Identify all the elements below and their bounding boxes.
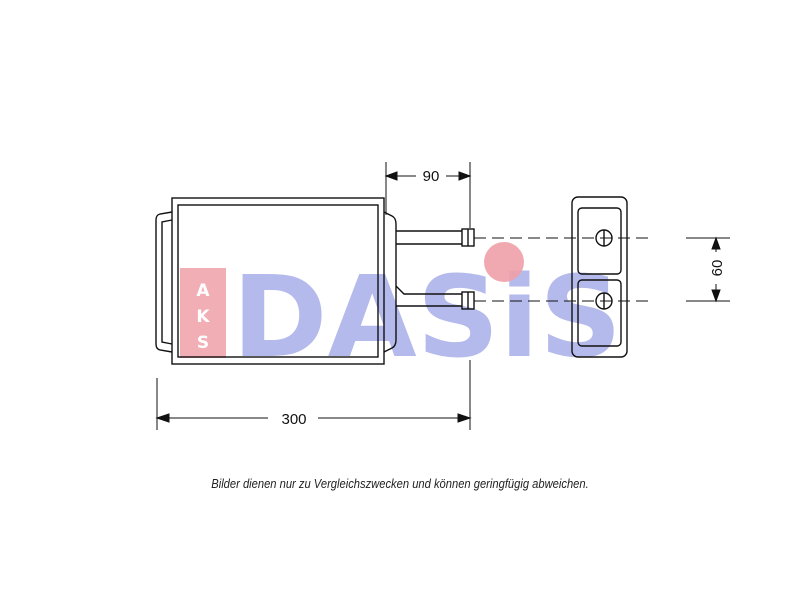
- watermark-letter-a: A: [196, 281, 210, 301]
- watermark-dot: [484, 242, 524, 282]
- side-outer: [571, 196, 628, 358]
- heater-core-front-view: [155, 197, 475, 365]
- dimension-pipe: [384, 162, 472, 228]
- watermark-red-block: [180, 268, 226, 358]
- core-inner: [177, 204, 379, 358]
- dimension-pitch: [686, 236, 730, 303]
- lower-pipe: [395, 285, 475, 310]
- watermark-letter-s: S: [197, 333, 209, 353]
- core-left-tank-inner: [161, 219, 173, 345]
- side-inner-upper: [577, 207, 622, 275]
- upper-pipe: [396, 228, 475, 247]
- watermark-brand: DASiS: [232, 253, 622, 383]
- core-right-tank: [383, 211, 397, 353]
- dimension-width-label: 300: [281, 411, 306, 428]
- core-outer: [171, 197, 385, 365]
- watermark-letter-k: K: [196, 307, 210, 327]
- disclaimer-caption: Bilder dienen nur zu Vergleichszwecken u…: [211, 476, 589, 491]
- watermark-logo: A K S DASiS: [180, 242, 622, 383]
- center-lines: [474, 237, 650, 302]
- dimension-pitch-label: 60: [709, 260, 726, 277]
- dimension-width: [155, 360, 472, 430]
- dimension-pipe-label: 90: [423, 168, 440, 185]
- core-left-tank: [155, 211, 173, 353]
- side-inner-lower: [577, 279, 622, 347]
